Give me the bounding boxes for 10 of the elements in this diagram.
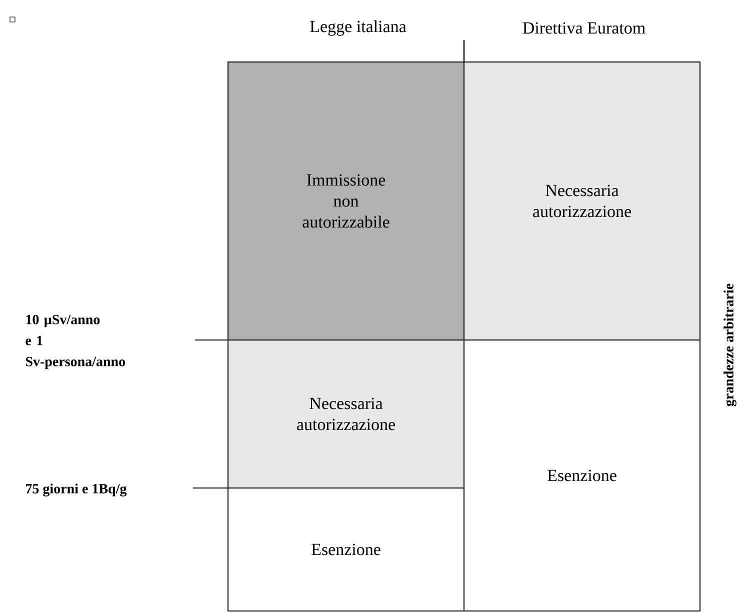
column-heading: Legge italiana	[310, 20, 406, 36]
category-box: Necessaria autorizzazione	[464, 62, 700, 340]
threshold-label: 10 µSv/anno e 1 Sv-persona/anno	[26, 314, 126, 370]
threshold-label: 75 giorni e 1Bq/g	[26, 484, 127, 496]
axis-label: grandezze arbitrarie	[724, 284, 736, 406]
category-box: Esenzione	[228, 487, 464, 612]
category-box: Immissione non autorizzabile	[228, 62, 464, 340]
category-box: Esenzione	[464, 339, 700, 612]
category-box: Necessaria autorizzazione	[228, 339, 464, 488]
column-heading: Direttiva Euratom	[522, 22, 646, 34]
